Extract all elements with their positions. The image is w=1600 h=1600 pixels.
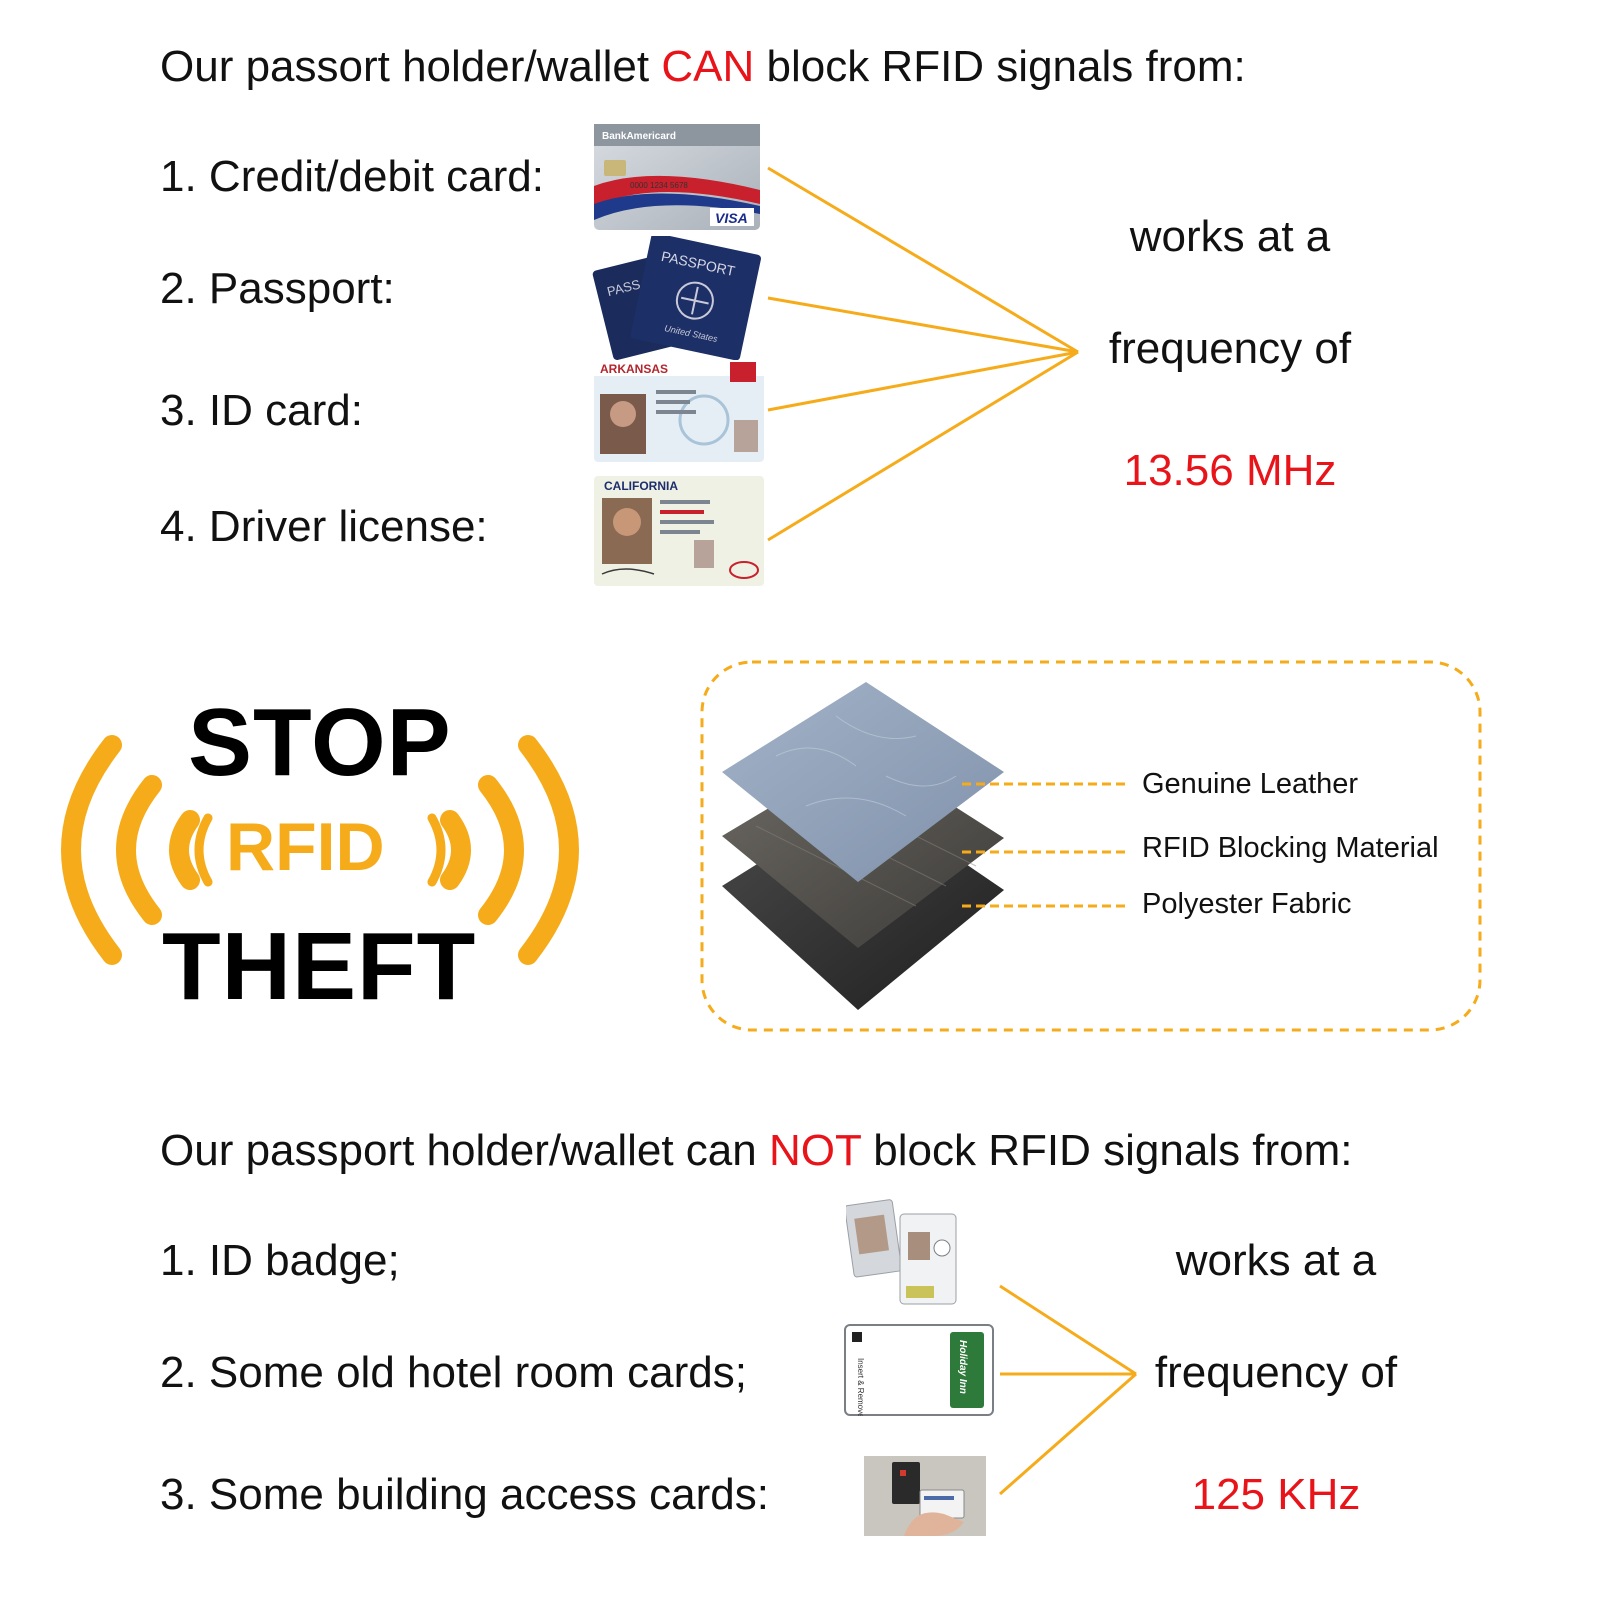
top-connector-lines [767,166,1079,542]
layers-panel-border [700,660,1482,1032]
connector-credit-card [767,166,1079,354]
signal-waves-icon [61,735,579,965]
id-card-state: ARKANSAS [600,362,668,376]
hotel-card-brand: Holiday Inn [957,1340,968,1394]
logo-rfid: RFID [226,809,385,885]
top-freq-line1: works at a [1129,212,1331,261]
credit-card-bank: BankAmericard [602,131,676,142]
top-heading-emphasis: CAN [661,42,755,91]
rfid-inner-parens-icon [194,813,446,887]
layers-illustration [722,682,1004,1010]
layer-label-leather: Genuine Leather [1142,768,1359,800]
passport-image: PASS PASSPORT United States [592,236,761,360]
connector-passport [767,296,1079,354]
svg-text:Insert & Remove: Insert & Remove [856,1358,865,1416]
top-item-passport: 2. Passport: [160,264,395,313]
top-heading-before: Our passort holder/wallet [160,42,662,91]
bottom-heading-emphasis: NOT [768,1126,862,1175]
bottom-item-hotel-cards: 2. Some old hotel room cards; [160,1348,747,1397]
access-card-image [864,1456,986,1536]
bottom-item-access-cards: 3. Some building access cards: [160,1470,769,1519]
id-card-image: ARKANSAS [594,360,764,462]
connector-id-card [767,350,1079,412]
layer-leader-lines [962,782,1130,908]
bottom-heading-before: Our passport holder/wallet can [160,1126,769,1175]
top-freq-value: 13.56 MHz [1123,446,1337,495]
logo-theft: THEFT [162,913,477,1020]
top-item-credit-card: 1. Credit/debit card: [160,152,544,201]
top-freq-line2: frequency of [1108,324,1352,373]
bottom-heading: Our passport holder/wallet can NOT block… [160,1126,1353,1176]
layer-leather-shape [722,682,1004,882]
driver-license-image: CALIFORNIA [594,476,764,586]
logo-stop: STOP [188,689,452,796]
id-badge-image [846,1199,957,1305]
connector-driver-license [767,350,1079,542]
hotel-card-image: Insert & Remove Holiday Inn [844,1324,994,1416]
connector-access-cards [999,1372,1137,1496]
layers-panel [700,660,1482,1032]
bottom-connector-lines [999,1284,1137,1496]
bottom-freq-value: 125 KHz [1191,1470,1361,1519]
credit-card-image: BankAmericard 0000 1234 5678 VISA [594,124,760,230]
layer-label-polyester: Polyester Fabric [1142,888,1352,920]
bottom-heading-after: block RFID signals from: [861,1126,1353,1175]
top-heading-after: block RFID signals from: [754,42,1246,91]
svg-text:0000 1234 5678: 0000 1234 5678 [630,181,688,190]
layer-label-rfid: RFID Blocking Material [1142,832,1439,864]
top-heading: Our passort holder/wallet CAN block RFID… [160,42,1246,92]
bottom-freq-line1: works at a [1175,1236,1377,1285]
bottom-freq-line2: frequency of [1154,1348,1398,1397]
bottom-item-id-badge: 1. ID badge; [160,1236,400,1285]
driver-license-state: CALIFORNIA [604,479,678,493]
connector-id-badge [999,1284,1137,1376]
top-item-driver-license: 4. Driver license: [160,502,488,551]
top-item-id-card: 3. ID card: [160,386,363,435]
credit-card-brand: VISA [715,210,748,226]
